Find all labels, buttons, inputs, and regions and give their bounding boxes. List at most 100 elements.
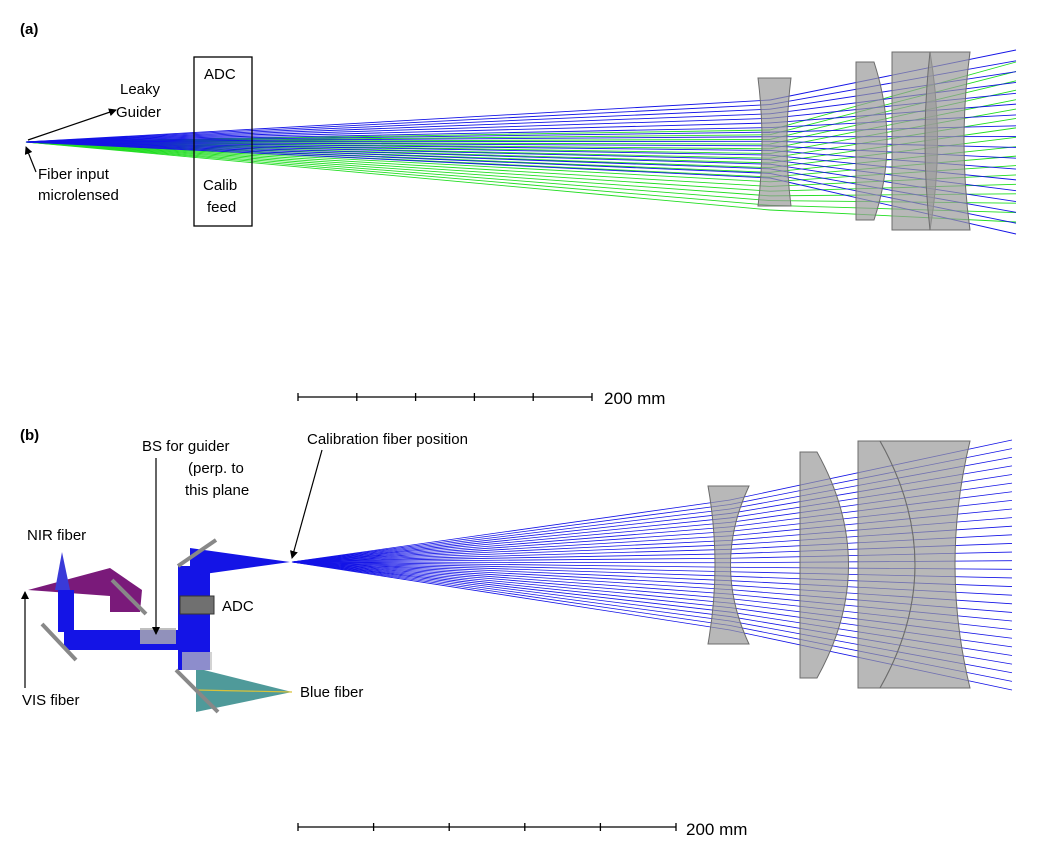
calib-position-label: Calibration fiber position (307, 431, 468, 448)
blue-ray (25, 141, 771, 174)
camera-ray (291, 522, 731, 563)
fold-mirror-4 (176, 538, 218, 568)
blue-ray (25, 141, 771, 179)
adc-label-b: ADC (222, 598, 254, 615)
scale-label-a: 200 mm (604, 389, 665, 408)
nir-fiber-label: NIR fiber (27, 527, 86, 544)
camera-ray (291, 561, 731, 568)
lens-group-b (707, 440, 971, 689)
nir-fiber-cone (55, 552, 70, 590)
camera-ray (291, 561, 731, 600)
calib-label-line1: Calib (203, 177, 237, 194)
lens-group-a (757, 51, 971, 231)
blue-ray (25, 113, 771, 143)
blue-ray (25, 140, 771, 143)
fold-mirror-3 (174, 668, 220, 714)
leaky-guider-arrow (27, 108, 117, 141)
lens-b-2 (799, 451, 849, 679)
camera-ray (291, 557, 731, 563)
green-ray (25, 141, 771, 197)
nir-beam (28, 568, 142, 612)
panel-b: (b) (20, 427, 1013, 839)
camera-ray (291, 539, 731, 563)
green-ray (25, 141, 771, 183)
lens-element-1 (757, 77, 792, 207)
blue-ray (25, 141, 771, 156)
camera-ray (291, 561, 731, 613)
blue-ray (25, 131, 771, 143)
blue-ray (25, 127, 771, 143)
camera-ray (291, 544, 731, 563)
camera-ray (291, 561, 731, 608)
adc-calib-box (193, 56, 253, 227)
camera-ray (291, 535, 731, 563)
lens-b-1 (707, 485, 750, 645)
camera-ray (291, 561, 731, 573)
camera-ray (291, 553, 731, 563)
bs-guider-line3: this plane (185, 482, 249, 499)
leaky-guider-line1: Leaky (120, 81, 161, 98)
camera-ray (291, 499, 731, 563)
calib-position-arrow (290, 449, 323, 559)
fold-mirror-2 (40, 622, 78, 662)
camera-ray (291, 561, 731, 577)
lens-b-4 (879, 440, 971, 689)
camera-ray (291, 561, 731, 586)
bs-cube (140, 628, 176, 644)
blue-ray (25, 141, 771, 161)
lens-element-4 (924, 51, 971, 231)
adc-prism (179, 595, 215, 615)
camera-ray (291, 561, 731, 604)
fiber-input-arrow (24, 146, 37, 173)
camera-ray (291, 561, 731, 622)
green-ray (25, 141, 771, 211)
camera-ray (291, 508, 731, 563)
blue-fiber-wedge (196, 668, 292, 712)
scale-label-b: 200 mm (686, 820, 747, 839)
blue-ray (25, 108, 771, 143)
camera-ray (291, 561, 731, 626)
scale-bar-b (297, 823, 677, 831)
camera-ray (291, 561, 731, 617)
fiber-input-line2: microlensed (38, 187, 119, 204)
bs-guider-line1: BS for guider (142, 438, 230, 455)
panel-b-letter: (b) (20, 427, 39, 444)
blue-ray (25, 141, 771, 165)
leaky-guider-line2: Guider (116, 104, 161, 121)
vis-fiber-label: VIS fiber (22, 692, 80, 709)
blue-ray (25, 104, 771, 143)
camera-ray (291, 548, 731, 563)
camera-ray (291, 561, 731, 582)
green-ray (25, 141, 771, 206)
blue-ray (25, 99, 771, 143)
calib-label-line2: feed (207, 199, 236, 216)
beam-to-focus (190, 548, 290, 576)
blue-fiber-label: Blue fiber (300, 684, 363, 701)
camera-ray (291, 513, 731, 563)
camera-ray (291, 526, 731, 563)
blue-ray (25, 117, 771, 143)
blue-ray (25, 122, 771, 143)
green-ray (25, 141, 771, 187)
blue-ray (25, 141, 771, 147)
green-ray (25, 141, 771, 192)
camera-ray (291, 504, 731, 563)
scale-bar-a (297, 393, 593, 401)
fold-mirror-1 (110, 578, 148, 616)
beam-vertical-left (58, 590, 74, 632)
camera-ray (291, 561, 731, 631)
fiber-input-line1: Fiber input (38, 166, 110, 183)
camera-ray (291, 561, 731, 591)
blue-ray (25, 136, 771, 143)
camera-ray (291, 530, 731, 563)
blue-ray-fan (25, 49, 1017, 235)
camera-ray (291, 561, 731, 564)
camera-ray (291, 517, 731, 563)
camera-ray (291, 561, 731, 595)
panel-a-letter: (a) (20, 21, 38, 38)
bs-guider-line2: (perp. to (188, 460, 244, 477)
lens-element-2 (855, 61, 888, 221)
beam-lower-right (182, 652, 212, 670)
green-ray (25, 141, 771, 202)
